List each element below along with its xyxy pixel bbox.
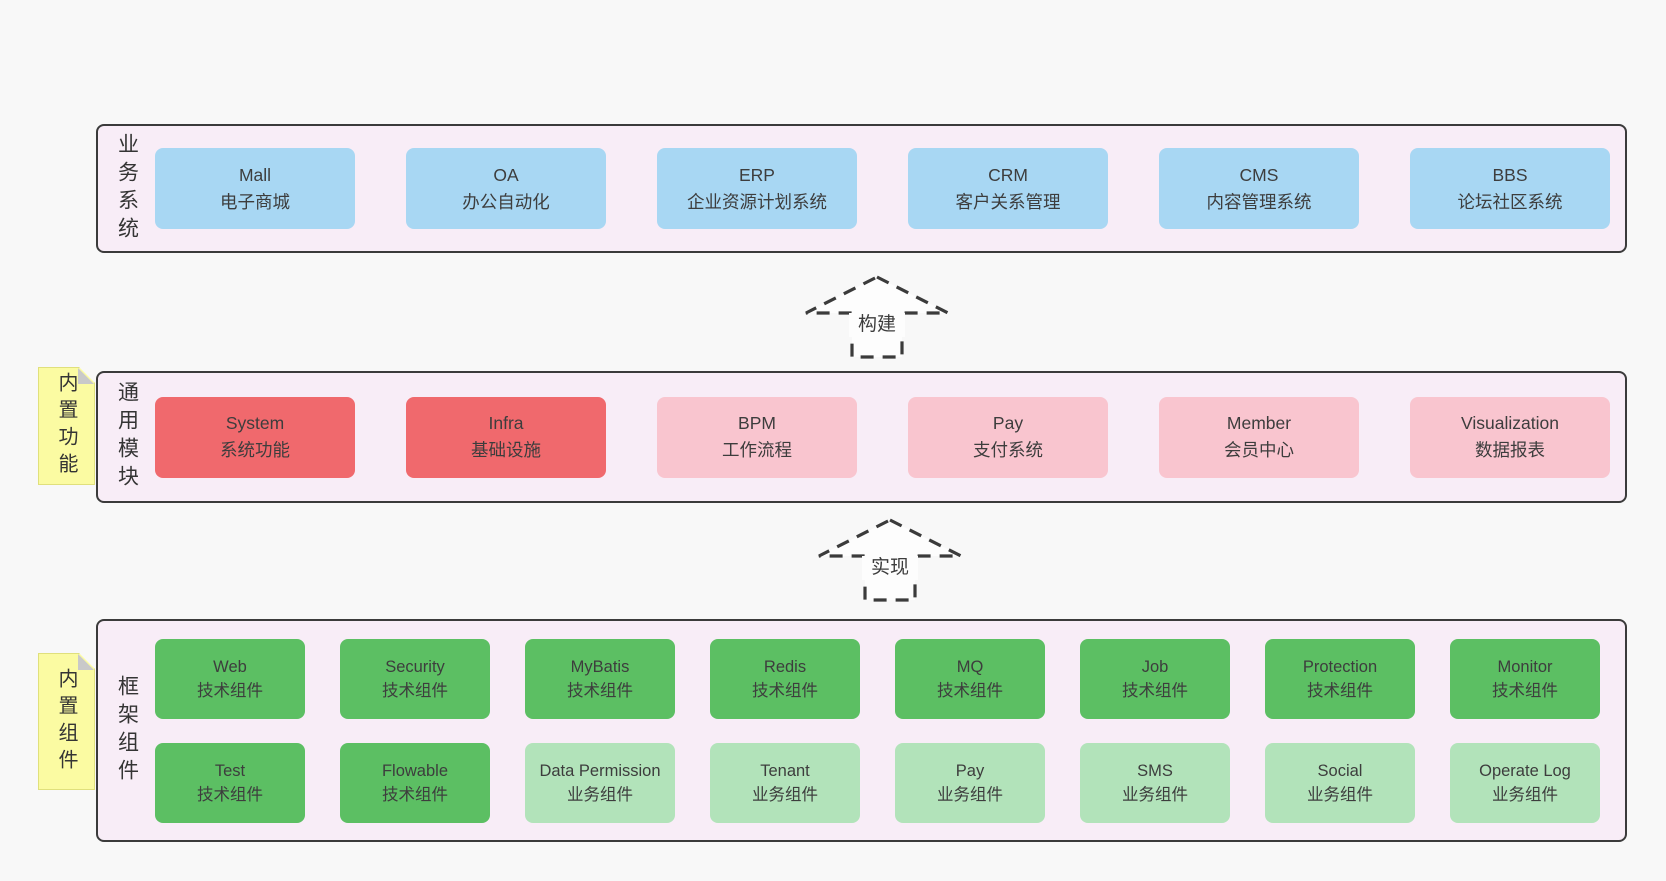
box-web: Web 技术组件 (155, 638, 305, 719)
framework-row-2: Test 技术组件 Flowable 技术组件 Data Permission … (155, 742, 1625, 823)
box-oa: OA 办公自动化 (406, 148, 606, 229)
arrow-build-label: 构建 (849, 313, 905, 337)
box-social: Social 业务组件 (1265, 742, 1415, 823)
box-sms: SMS 业务组件 (1080, 742, 1230, 823)
box-mybatis: MyBatis 技术组件 (525, 638, 675, 719)
box-job: Job 技术组件 (1080, 638, 1230, 719)
band-framework-components-label: 框架组件 (115, 674, 139, 787)
box-erp: ERP 企业资源计划系统 (657, 148, 857, 229)
box-pay-component: Pay 业务组件 (895, 742, 1045, 823)
band-business-systems-label: 业务系统 (115, 132, 139, 245)
box-mall: Mall 电子商城 (155, 148, 355, 229)
box-test: Test 技术组件 (155, 742, 305, 823)
framework-row-1: Web 技术组件 Security 技术组件 MyBatis 技术组件 Redi… (155, 638, 1625, 719)
box-operate-log: Operate Log 业务组件 (1450, 742, 1600, 823)
arrow-implement-label: 实现 (862, 556, 918, 580)
box-monitor: Monitor 技术组件 (1450, 638, 1600, 719)
box-crm: CRM 客户关系管理 (908, 148, 1108, 229)
band-common-modules-boxes: System 系统功能 Infra 基础设施 BPM 工作流程 Pay 支付系统… (155, 373, 1625, 501)
box-bpm: BPM 工作流程 (657, 396, 857, 478)
box-tenant: Tenant 业务组件 (710, 742, 860, 823)
box-pay: Pay 支付系统 (908, 396, 1108, 478)
box-flowable: Flowable 技术组件 (340, 742, 490, 823)
band-framework-components-boxes: Web 技术组件 Security 技术组件 MyBatis 技术组件 Redi… (155, 621, 1625, 840)
band-framework-components: 框架组件 Web 技术组件 Security 技术组件 MyBatis 技术组件… (96, 619, 1627, 842)
box-infra: Infra 基础设施 (406, 396, 606, 478)
box-member: Member 会员中心 (1159, 396, 1359, 478)
box-visualization: Visualization 数据报表 (1410, 396, 1610, 478)
note-built-in-features-label: 内置功能 (55, 372, 77, 480)
band-business-systems: 业务系统 Mall 电子商城 OA 办公自动化 ERP 企业资源计划系统 CRM… (96, 124, 1627, 253)
box-mq: MQ 技术组件 (895, 638, 1045, 719)
box-protection: Protection 技术组件 (1265, 638, 1415, 719)
band-business-systems-boxes: Mall 电子商城 OA 办公自动化 ERP 企业资源计划系统 CRM 客户关系… (155, 126, 1625, 251)
note-built-in-components-label: 内置组件 (55, 667, 77, 776)
box-data-permission: Data Permission 业务组件 (525, 742, 675, 823)
band-common-modules: 通用模块 System 系统功能 Infra 基础设施 BPM 工作流程 Pay… (96, 371, 1627, 503)
band-common-modules-label: 通用模块 (115, 381, 139, 493)
box-system: System 系统功能 (155, 396, 355, 478)
box-cms: CMS 内容管理系统 (1159, 148, 1359, 229)
box-bbs: BBS 论坛社区系统 (1410, 148, 1610, 229)
box-security: Security 技术组件 (340, 638, 490, 719)
box-redis: Redis 技术组件 (710, 638, 860, 719)
note-built-in-components: 内置组件 (38, 653, 95, 790)
note-built-in-features: 内置功能 (38, 367, 95, 485)
